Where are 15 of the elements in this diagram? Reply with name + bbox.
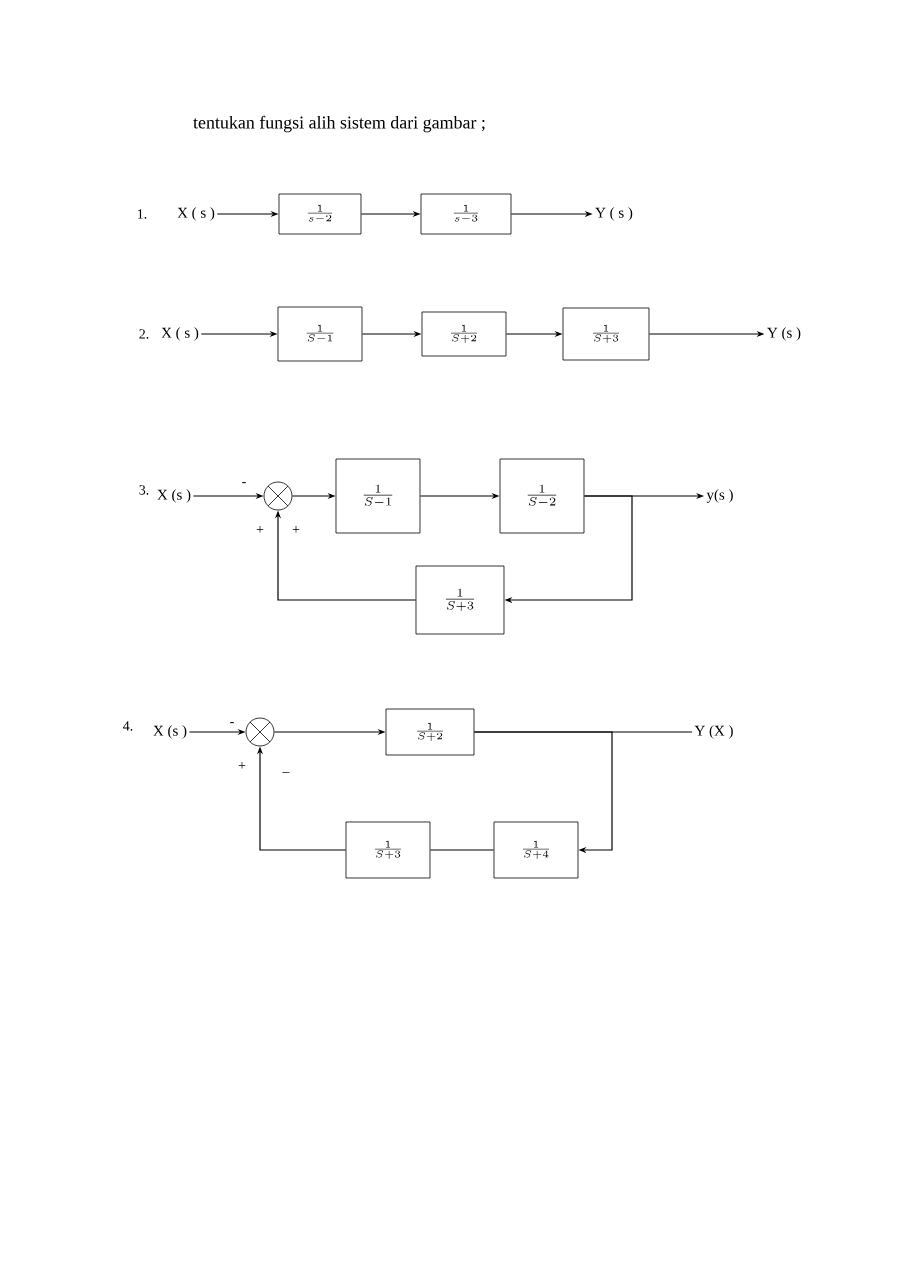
transfer-block: $\frac{1}{S-1}$ [335,458,421,534]
arrow [473,731,613,854]
transfer-block: $\frac{1}{s-3}$ [420,193,512,235]
transfer-block: $\frac{1}{s-2}$ [278,193,362,235]
transfer-block: $\frac{1}{S+2}$ [385,708,475,756]
transfer-block: $\frac{1}{S+3}$ [562,307,650,361]
summing-junction [263,481,293,511]
transfer-block: $\frac{1}{S+2}$ [421,311,507,357]
transfer-block: $\frac{1}{S-2}$ [499,458,585,534]
title: tentukan fungsi alih sistem dari gambar ; [193,115,485,133]
transfer-block: $\frac{1}{S+3}$ [415,565,505,635]
transfer-block: $\frac{1}{S+3}$ [345,821,431,879]
transfer-block: $\frac{1}{S+4}$ [493,821,579,879]
transfer-block: $\frac{1}{S-1}$ [277,306,363,362]
summing-junction [245,717,275,747]
